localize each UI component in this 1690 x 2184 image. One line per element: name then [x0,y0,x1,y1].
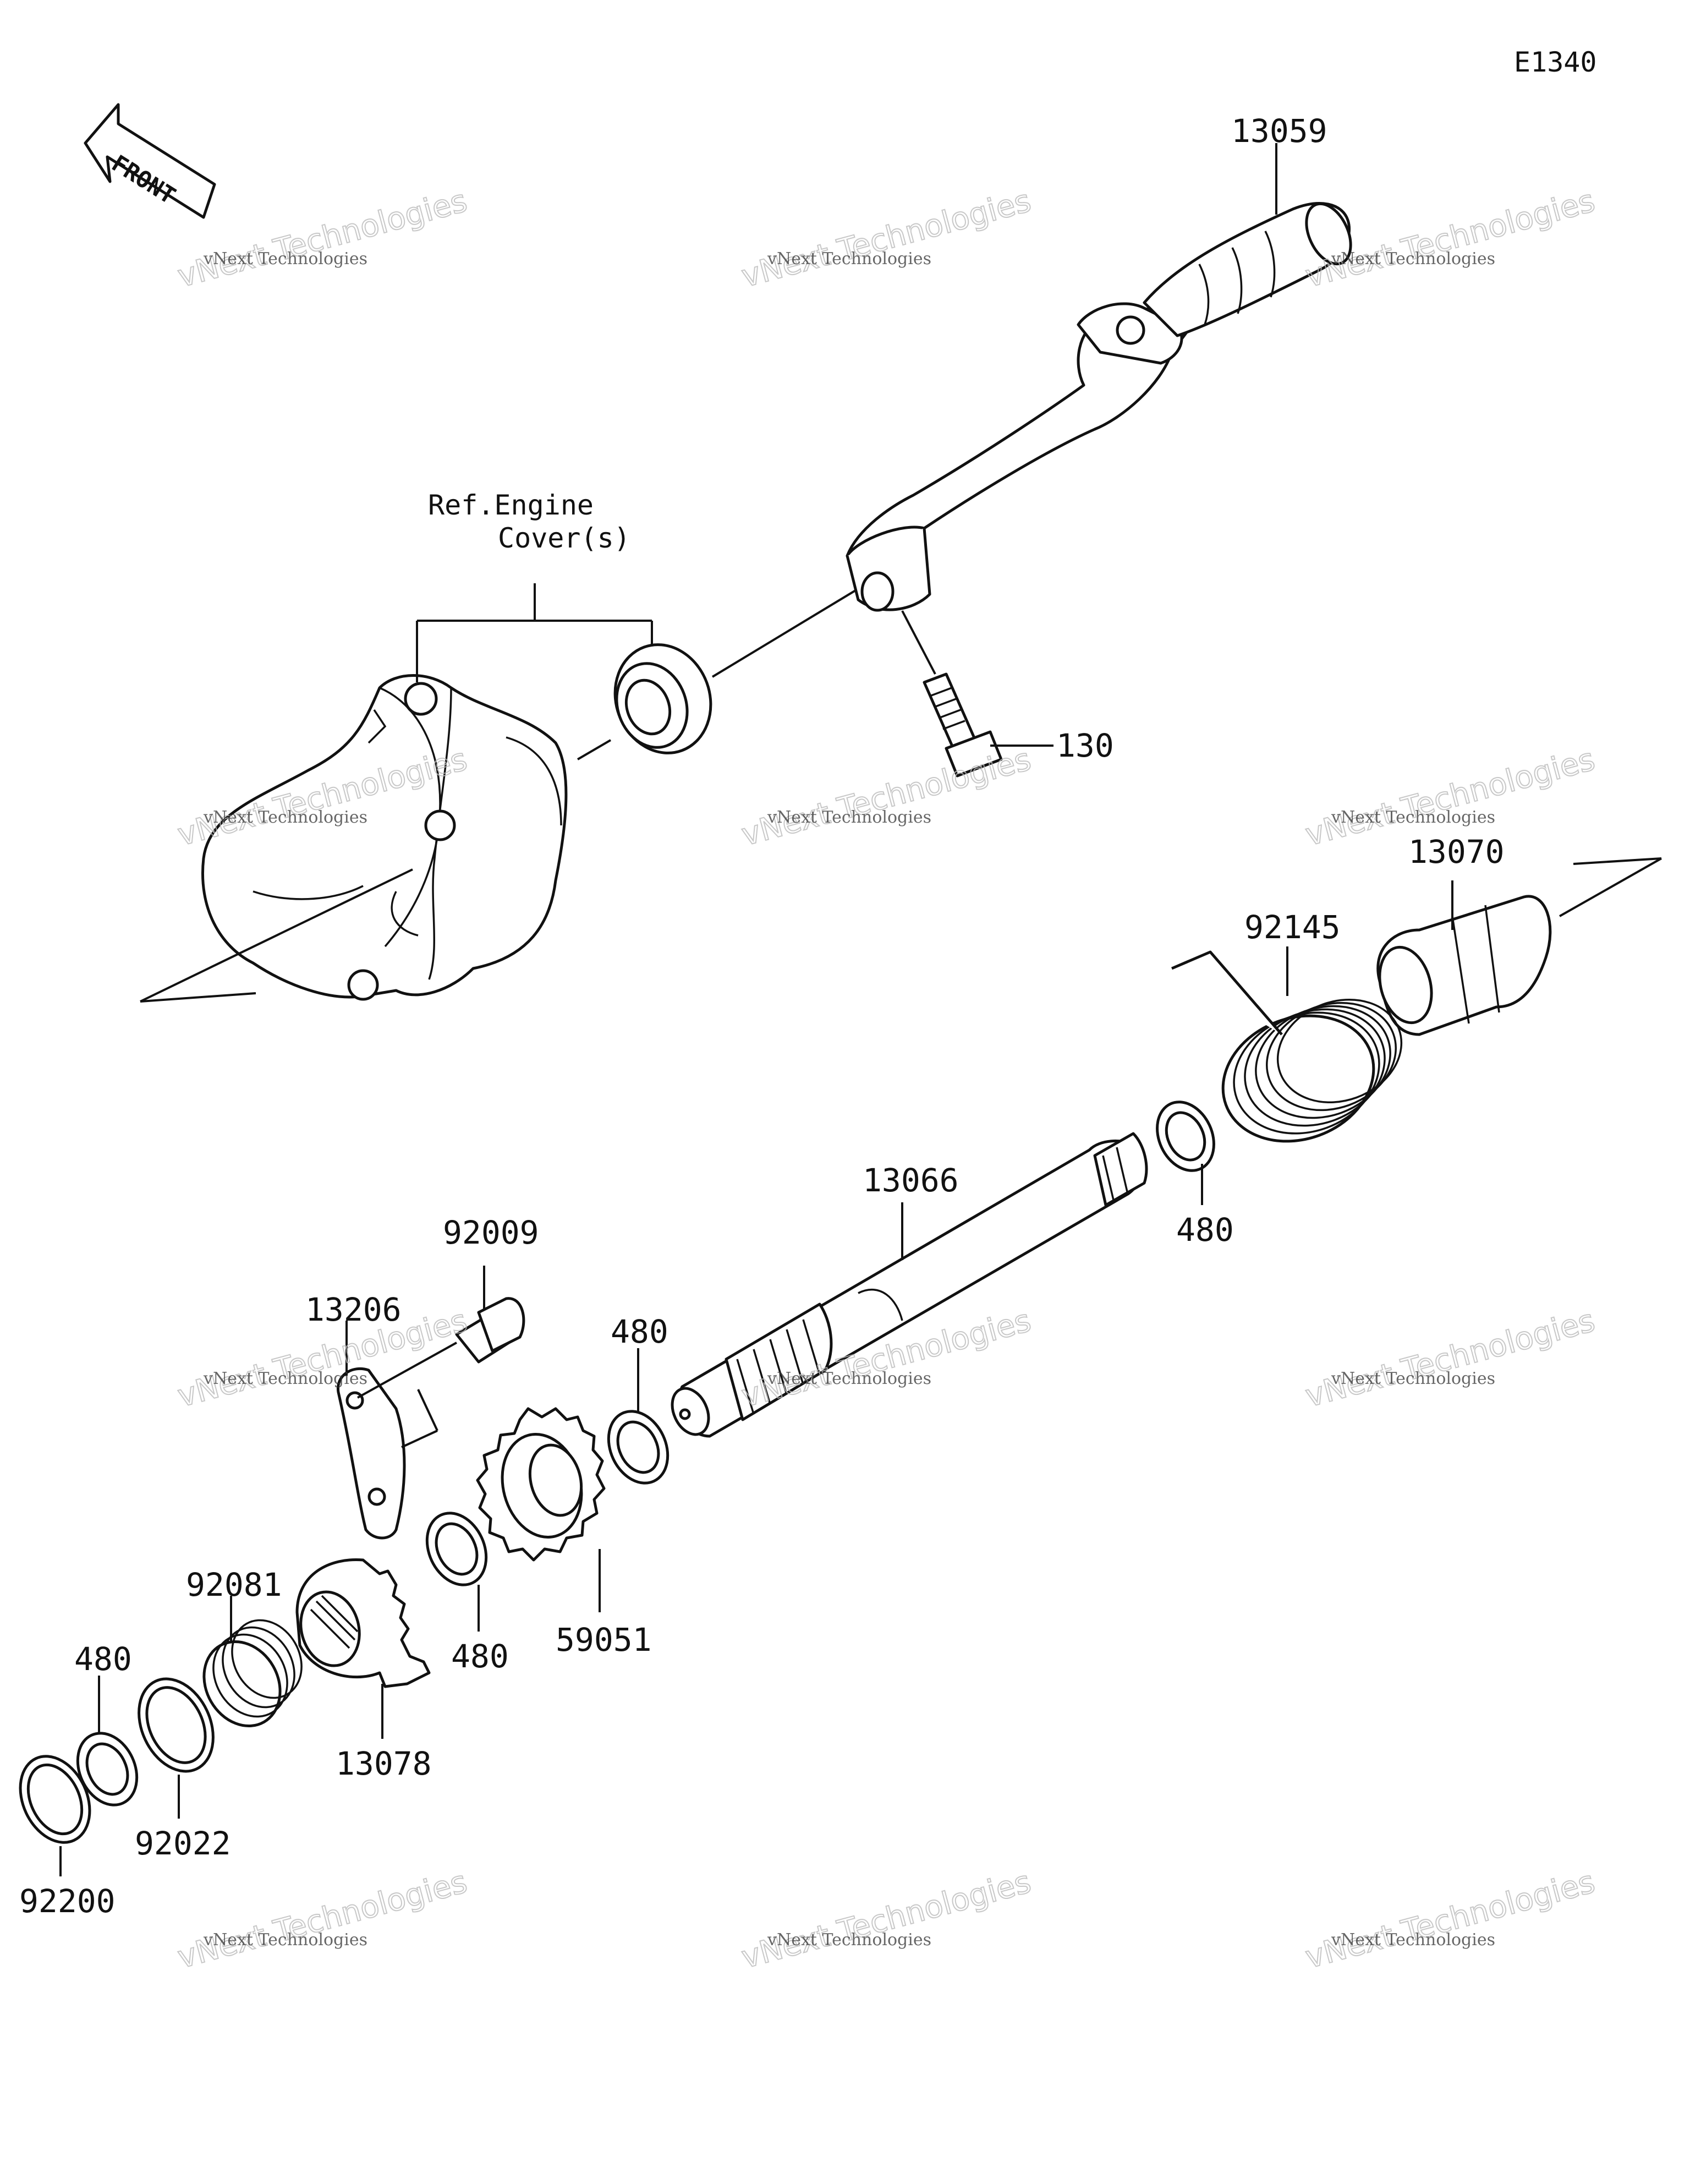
watermark: vNext Technologies [767,249,931,269]
kick-gear [476,1407,606,1562]
callout-480-left: 480 [74,1640,132,1678]
ref-note-line2: Cover(s) [498,522,630,554]
callout-480-right: 480 [1176,1211,1234,1249]
callout-130: 130 [1056,727,1114,764]
watermark: vNext Technologies [203,1369,367,1388]
callout-92145: 92145 [1244,908,1341,946]
callout-13059: 13059 [1231,112,1327,150]
callout-13078: 13078 [336,1745,432,1782]
callout-13070: 13070 [1408,833,1505,871]
watermark: vNext Technologies [174,183,471,295]
watermark: vNext Technologies [174,1864,471,1976]
watermark: vNext Technologies [1331,808,1495,827]
oil-seal [613,643,712,754]
bolt [923,672,1003,778]
diagram-code: E1340 [1514,46,1597,78]
watermark: vNext Technologies [738,1864,1035,1976]
watermark: vNext Technologies [1331,249,1495,269]
ref-note-line1: Ref.Engine [428,489,594,521]
watermark: vNext Technologies [738,742,1035,853]
callout-13066: 13066 [863,1162,959,1199]
watermark: vNext Technologies [203,808,367,827]
watermark: vNext Technologies [203,249,367,269]
circlip-right [1156,1101,1215,1172]
ref-bracket [416,583,653,682]
callout-92009: 92009 [443,1214,539,1251]
watermark: vNext Technologies [203,1930,367,1950]
watermark: vNext Technologies [1331,1930,1495,1950]
callout-92200: 92200 [19,1882,116,1920]
ratchet [295,1558,431,1688]
callout-59051: 59051 [556,1621,652,1658]
socket-bolt [455,1297,525,1364]
watermark: vNext Technologies [1302,1864,1599,1976]
washer-92022 [138,1677,215,1773]
front-arrow-icon: FRONT [84,103,216,219]
watermark: vNext Technologies [738,183,1035,295]
circlip-mid [607,1410,670,1485]
sleeve [1376,895,1552,1036]
kick-shaft [671,1132,1148,1438]
circlip-left [76,1732,139,1807]
engine-cover [201,674,568,1001]
guide-plate [337,1367,406,1540]
coil-spring [202,1619,303,1728]
callout-92081: 92081 [186,1566,282,1603]
torsion-spring [1171,950,1403,1143]
watermark: vNext Technologies [767,1930,931,1950]
circlip-lower [425,1512,488,1586]
watermark: vNext Technologies [1331,1369,1495,1388]
callout-92022: 92022 [135,1825,231,1862]
watermark: vNext Technologies [1302,1303,1599,1415]
callout-480-lower: 480 [451,1638,509,1675]
watermark: vNext Technologies [767,1369,931,1388]
callout-480-mid: 480 [611,1313,668,1350]
washer-92200 [19,1755,91,1844]
callout-13206: 13206 [305,1291,402,1328]
watermark: vNext Technologies [767,808,931,827]
kick-pedal [846,202,1352,612]
